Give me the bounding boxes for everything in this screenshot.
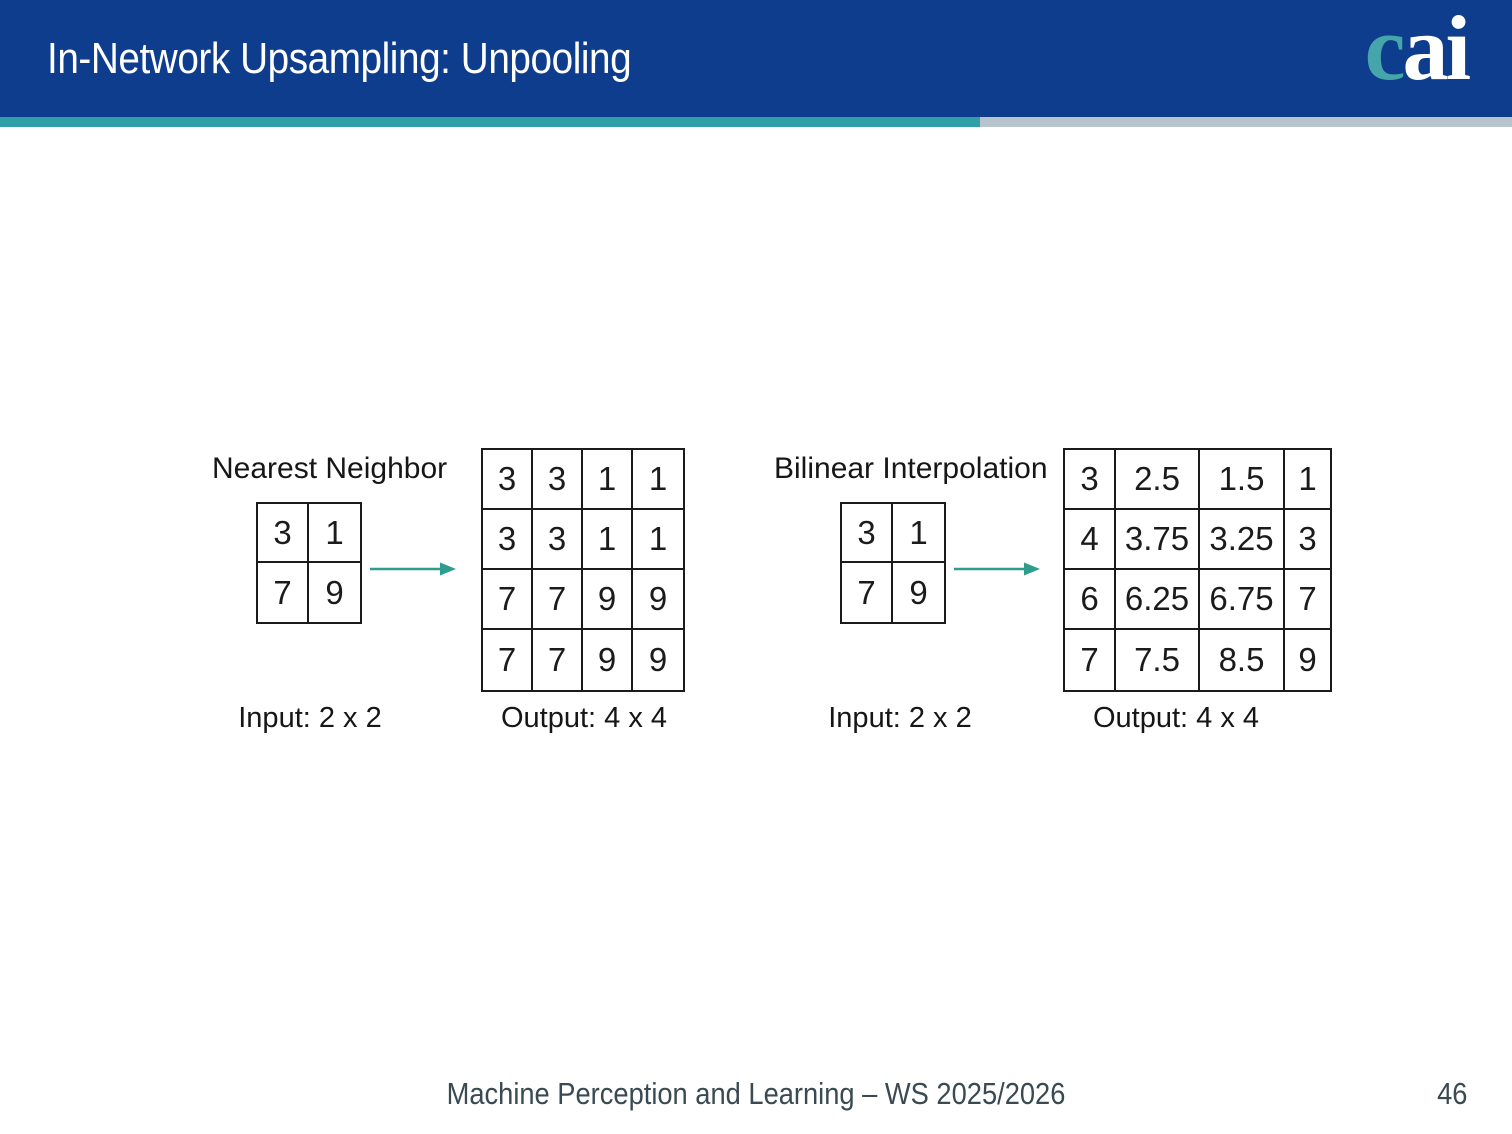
grid-cell: 3 bbox=[483, 450, 533, 510]
nearest-neighbor-input-grid: 3 1 7 9 bbox=[256, 502, 362, 624]
nearest-neighbor-output-grid: 3 3 1 1 3 3 1 1 7 7 9 9 7 7 9 9 bbox=[481, 448, 685, 692]
grid-cell: 1 bbox=[633, 510, 683, 570]
grid-cell: 6.25 bbox=[1116, 570, 1200, 630]
arrow-right-icon bbox=[954, 562, 1040, 576]
grid-cell: 9 bbox=[1298, 641, 1317, 678]
nearest-neighbor-output-label: Output: 4 x 4 bbox=[500, 702, 668, 734]
header-divider bbox=[0, 117, 1512, 127]
bilinear-input-label: Input: 2 x 2 bbox=[828, 702, 972, 734]
grid-cell: 8.5 bbox=[1200, 630, 1285, 690]
nearest-neighbor-input-label: Input: 2 x 2 bbox=[238, 702, 382, 734]
grid-cell: 7 bbox=[1285, 570, 1330, 630]
grid-cell: 7 bbox=[533, 570, 583, 630]
grid-cell: 1 bbox=[633, 450, 683, 510]
bilinear-output-label: Output: 4 x 4 bbox=[1092, 702, 1260, 734]
grid-cell: 3.25 bbox=[1200, 510, 1285, 570]
grid-cell: 3 bbox=[533, 510, 583, 570]
arrow-right-icon bbox=[370, 562, 456, 576]
grid-cell: 9 bbox=[583, 630, 633, 690]
grid-cell: 9 bbox=[325, 573, 344, 611]
grid-cell: 3 bbox=[842, 504, 893, 563]
cai-logo-ai: ai bbox=[1402, 0, 1471, 99]
divider-accent-segment bbox=[0, 117, 980, 127]
grid-cell: 9 bbox=[633, 570, 683, 630]
grid-cell: 6.75 bbox=[1200, 570, 1285, 630]
cai-logo-c: c bbox=[1364, 0, 1406, 99]
grid-cell: 3 bbox=[533, 450, 583, 510]
grid-cell: 4 bbox=[1065, 510, 1116, 570]
grid-cell: 1 bbox=[893, 504, 944, 563]
grid-cell: 1.5 bbox=[1200, 450, 1285, 510]
divider-muted-segment bbox=[980, 117, 1512, 127]
grid-cell: 3 bbox=[1285, 510, 1330, 570]
bilinear-output-grid: 3 2.5 1.5 1 4 3.75 3.25 3 6 6.25 6.75 7 … bbox=[1063, 448, 1332, 692]
grid-cell: 7 bbox=[1065, 630, 1116, 690]
grid-cell: 3.75 bbox=[1116, 510, 1200, 570]
bilinear-input-grid: 3 1 7 9 bbox=[840, 502, 946, 624]
page-title: In-Network Upsampling: Unpooling bbox=[47, 33, 632, 83]
nearest-neighbor-title: Nearest Neighbor bbox=[212, 452, 448, 485]
slide-header: In-Network Upsampling: Unpooling cai bbox=[0, 0, 1512, 117]
grid-cell: 3 bbox=[258, 504, 309, 563]
footer-page-number: 46 bbox=[1436, 1076, 1467, 1111]
grid-cell: 2.5 bbox=[1116, 450, 1200, 510]
grid-cell: 1 bbox=[309, 504, 360, 563]
grid-cell: 9 bbox=[648, 641, 668, 678]
grid-cell: 7.5 bbox=[1116, 630, 1200, 690]
footer-course-title: Machine Perception and Learning – WS 202… bbox=[446, 1076, 1066, 1111]
grid-cell: 3 bbox=[1065, 450, 1116, 510]
cai-logo: cai bbox=[1365, 2, 1471, 94]
grid-cell: 7 bbox=[258, 563, 309, 622]
grid-cell: 1 bbox=[1285, 450, 1330, 510]
grid-cell: 3 bbox=[483, 510, 533, 570]
bilinear-interpolation-title: Bilinear Interpolation bbox=[774, 452, 1048, 485]
grid-cell: 9 bbox=[909, 573, 928, 611]
grid-cell: 1 bbox=[583, 510, 633, 570]
grid-cell: 6 bbox=[1065, 570, 1116, 630]
grid-cell: 7 bbox=[483, 570, 533, 630]
grid-cell: 9 bbox=[583, 570, 633, 630]
grid-cell: 7 bbox=[483, 630, 533, 690]
grid-cell: 1 bbox=[583, 450, 633, 510]
grid-cell: 7 bbox=[533, 630, 583, 690]
grid-cell: 7 bbox=[842, 563, 893, 622]
